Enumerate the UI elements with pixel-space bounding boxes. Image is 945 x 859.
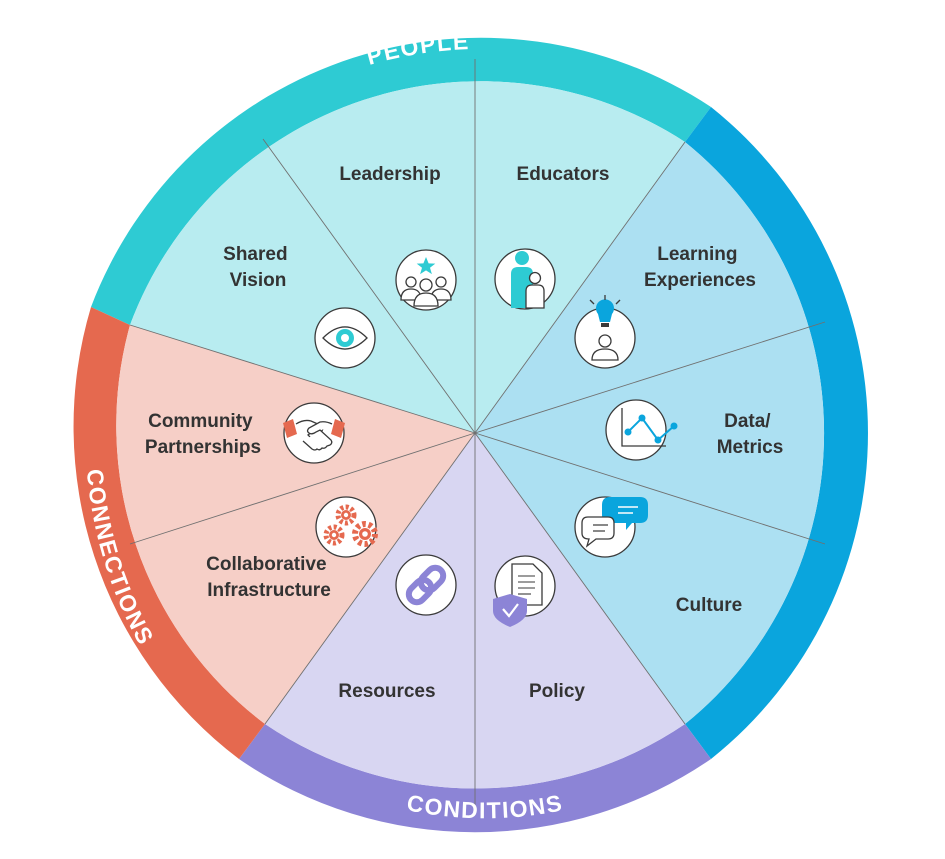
ring-people: [91, 37, 711, 325]
ring-conditions: [239, 724, 711, 833]
wedge-connections: [116, 325, 475, 724]
ring-connections: [73, 307, 266, 759]
gears-icon: [315, 496, 378, 558]
eye-icon: [314, 307, 376, 369]
ring-practices: [685, 107, 868, 759]
segment-label-shared-vision: Shared Vision: [223, 244, 293, 291]
chat-bubbles-icon: [574, 496, 648, 558]
segment-label-data-metrics: Data/ Metrics: [717, 411, 784, 458]
segment-label-culture: Culture: [676, 595, 743, 616]
divider-line: [129, 324, 476, 434]
segment-label-community-partnerships: Community Partnerships: [145, 411, 261, 458]
divider-line: [262, 138, 476, 434]
lightbulb-person-icon: [574, 295, 636, 369]
segment-dividers: [129, 59, 826, 805]
educator-person-icon: [494, 248, 556, 310]
leadership-group-star-icon: [395, 249, 457, 311]
segment-labels: Leadership Educators Learning Experience…: [145, 164, 783, 702]
divider-line: [129, 432, 476, 545]
segment-label-leadership: Leadership: [339, 164, 440, 185]
divider-line: [474, 141, 686, 434]
handshake-icon: [283, 402, 345, 464]
document-shield-icon: [493, 555, 556, 627]
line-chart-icon: [605, 399, 678, 461]
chain-link-icon: [395, 554, 457, 616]
segment-label-collaborative-infrastructure: Collaborative Infrastructure: [206, 554, 332, 601]
divider-line: [264, 432, 476, 725]
divider-line: [474, 432, 686, 725]
outer-ring: [73, 37, 868, 833]
segment-label-policy: Policy: [529, 681, 585, 702]
segment-label-learning-experiences: Learning Experiences: [644, 244, 756, 291]
divider-line: [474, 432, 826, 545]
segment-label-resources: Resources: [338, 681, 435, 702]
segment-label-educators: Educators: [517, 164, 610, 185]
divider-line: [474, 321, 826, 434]
ring-label-practices: PRACTICES: [898, 373, 940, 524]
